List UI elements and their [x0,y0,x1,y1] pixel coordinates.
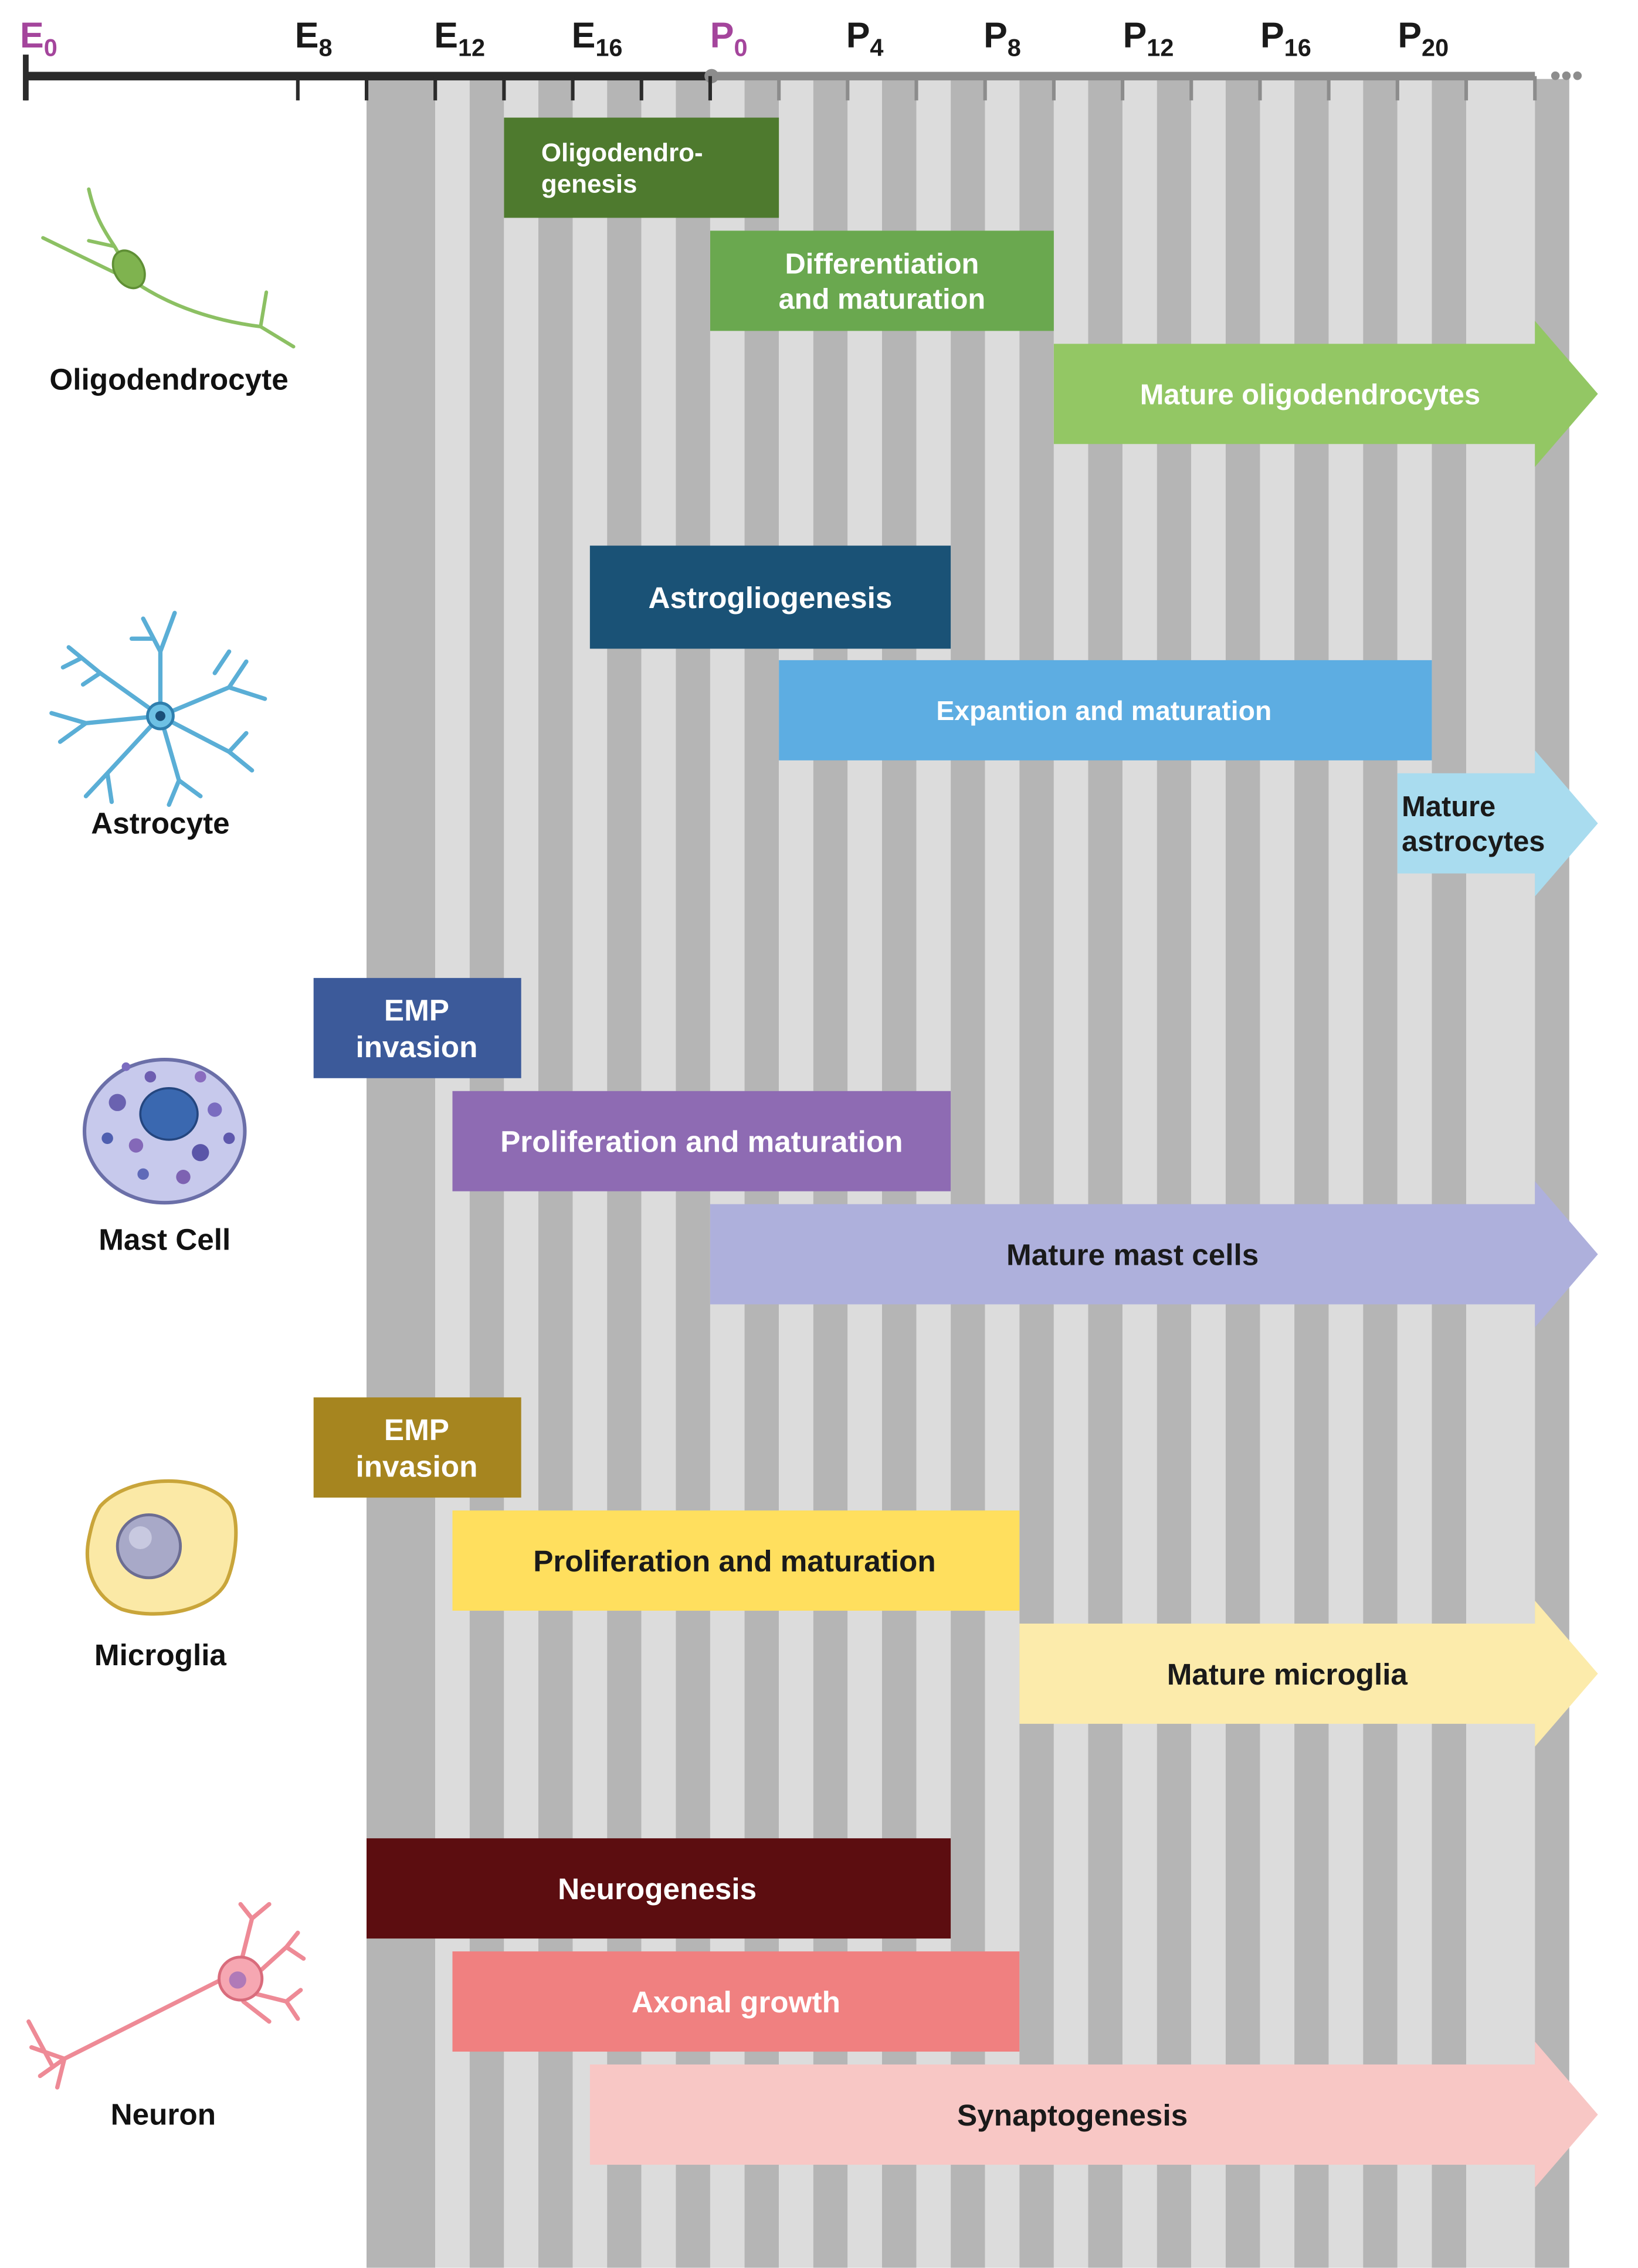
oligodendrocyte-icon [41,187,296,349]
microglia-label: Microglia [94,1638,227,1672]
timeline-stripe [951,79,985,2268]
oligodendrocyte-stage-arrow [1053,321,1598,467]
neuron-stage-label: Neurogenesis [558,1872,757,1906]
timeline-stripe [985,79,1020,2268]
microglia-stage-bar [452,1510,1020,1611]
oligodendrocyte-stage-label: Differentiation [785,249,979,280]
neuron-stage-bar [367,1838,951,1939]
astrocyte-stage-arrow [1397,750,1598,897]
mast-cell-stage-bar [313,977,521,1078]
neuron-stage-label: Axonal growth [632,1985,840,2019]
timeline-tick-label: E16 [572,15,623,62]
microglia-stage-bar [313,1397,521,1498]
neuron-stage-label: Synaptogenesis [957,2099,1188,2132]
timeline-tick-label: P0 [710,15,748,62]
astrocyte-stage-label: Expantion and maturation [936,695,1271,726]
timeline-tick-label: P16 [1260,15,1311,62]
mast-cell-stage-label: Proliferation and maturation [500,1125,903,1159]
oligodendrocyte-stage-label: and maturation [779,283,986,315]
timeline-tick-label: E12 [434,15,485,62]
mast-cell-label: Mast Cell [99,1223,230,1257]
microglia-stage-label: invasion [355,1449,477,1483]
microglia-icon [85,1479,238,1616]
oligodendrocyte-stage-bar [504,117,779,218]
timeline-tick-label: P8 [984,15,1021,62]
timeline-tick-label: P20 [1398,15,1449,62]
microglia-stage-label: EMP [384,1413,449,1447]
timeline-tick-label: E0 [20,15,57,62]
timeline-continuation-marker: ••• [1550,58,1583,93]
oligodendrocyte-stage-bar [710,230,1054,331]
astrocyte-stage-bar [779,660,1432,760]
microglia-stage-label: Proliferation and maturation [533,1544,935,1578]
astrocyte-stage-label: Mature [1402,791,1495,823]
mast-cell-stage-label: EMP [384,994,449,1027]
cell-type-icons [26,187,306,2090]
oligodendrocyte-stage-label: Oligodendro- [541,138,703,167]
neuron-stage-arrow [589,2041,1598,2188]
microglia-stage-arrow [1019,1600,1598,1747]
astrocyte-label: Astrocyte [91,806,229,840]
astrocyte-stage-bar [589,545,951,649]
mast-cell-stage-bar [452,1091,951,1191]
astrocyte-icon [49,610,267,807]
astrocyte-stage-label: Astrogliogenesis [649,581,893,614]
oligodendrocyte-stage-label: Mature oligodendrocytes [1140,379,1480,410]
oligodendrocyte-label: Oligodendrocyte [49,362,288,396]
timeline-tick-label: P12 [1123,15,1174,62]
astrocyte-stage-label: astrocytes [1402,826,1545,858]
timeline-stripe [367,79,436,2268]
mast-cell-stage-arrow [710,1181,1598,1327]
microglia-stage-label: Mature microglia [1167,1658,1408,1691]
neuron-stage-bar [452,1951,1020,2052]
timeline-tick-label: E8 [295,15,333,62]
mast-cell-icon [82,1057,247,1205]
mast-cell-stage-label: invasion [355,1030,477,1064]
timeline-tick-label: P4 [846,15,884,62]
mast-cell-stage-label: Mature mast cells [1006,1238,1259,1272]
neuron-label: Neuron [111,2097,216,2131]
neuron-icon [26,1902,306,2090]
timeline-axis: E0 E8 E12 E16 P0 P4 P8 P12 P16 P20 ••• [20,15,1583,101]
oligodendrocyte-stage-label: genesis [541,170,637,199]
timeline-stripe [1019,79,1054,2268]
